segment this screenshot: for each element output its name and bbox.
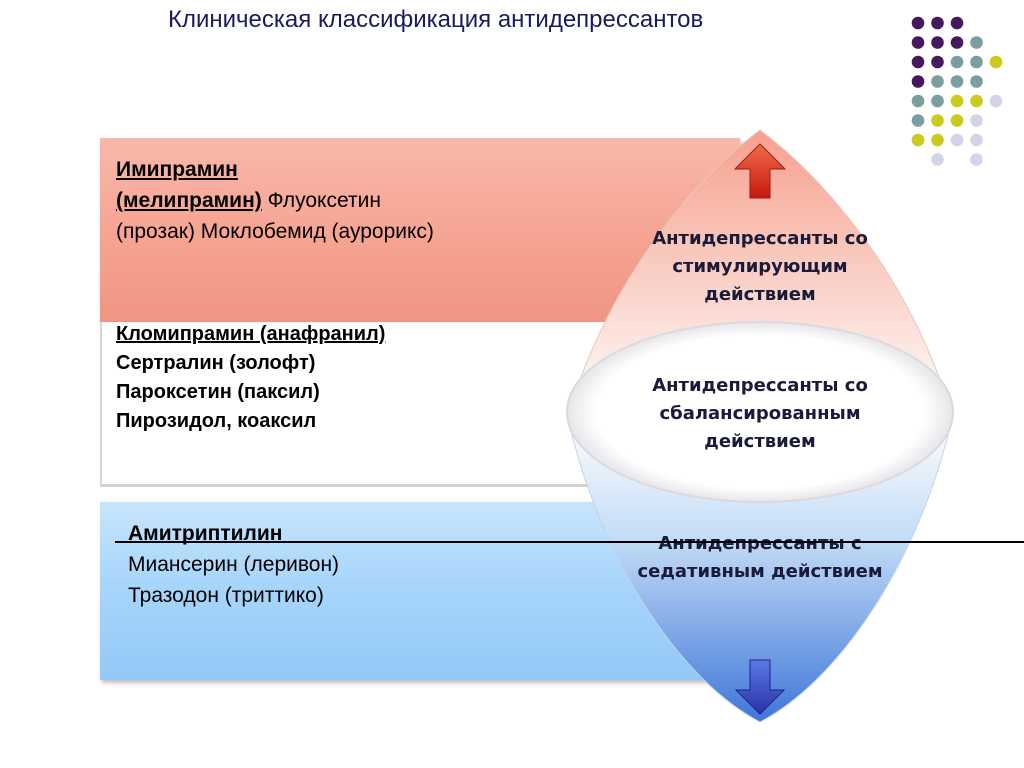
sedative-drugs-text: Амитриптилин Миансерин (леривон) Тразодо… [128, 518, 428, 611]
drug-pirlindole: Пирозидол, коаксил [116, 410, 317, 432]
sedative-lens-segment [567, 417, 953, 723]
arrow-up-icon [733, 143, 787, 199]
balanced-drugs-panel [100, 322, 642, 487]
drug-imipramine: Имипрамин [116, 158, 238, 181]
drug-clomipramine: Кломипрамин (анафранил) [116, 323, 386, 345]
page-title: Клиническая классификация антидепрессант… [168, 6, 704, 33]
divider-line [115, 541, 1024, 543]
stimulating-drugs-rest: Флуоксетин (прозак) Моклобемид (аурорикс… [116, 189, 434, 243]
balanced-ellipse [566, 321, 954, 503]
stimulating-drugs-text: Имипрамин (мелипрамин) Флуоксетин (проза… [116, 154, 456, 247]
stimulating-label: Антидепрессанты со стимулирующим действи… [652, 228, 868, 305]
sedative-label: Антидепрессанты с седативным действием [637, 533, 883, 582]
drug-trazodone: Тразодон (триттико) [128, 584, 324, 607]
balanced-label: Антидепрессанты со сбалансированным дейс… [652, 375, 868, 452]
arrow-down-icon [734, 659, 786, 715]
balanced-drugs-text: Кломипрамин (анафранил) Сертралин (золоф… [116, 320, 476, 436]
drug-mianserin: Миансерин (леривон) [128, 553, 340, 576]
drug-sertraline: Сертралин (золофт) [116, 352, 316, 374]
drug-paroxetine: Пароксетин (паксил) [116, 381, 320, 403]
drug-imipramine-alt: (мелипрамин) [116, 189, 262, 212]
drug-amitriptyline: Амитриптилин [128, 522, 283, 545]
